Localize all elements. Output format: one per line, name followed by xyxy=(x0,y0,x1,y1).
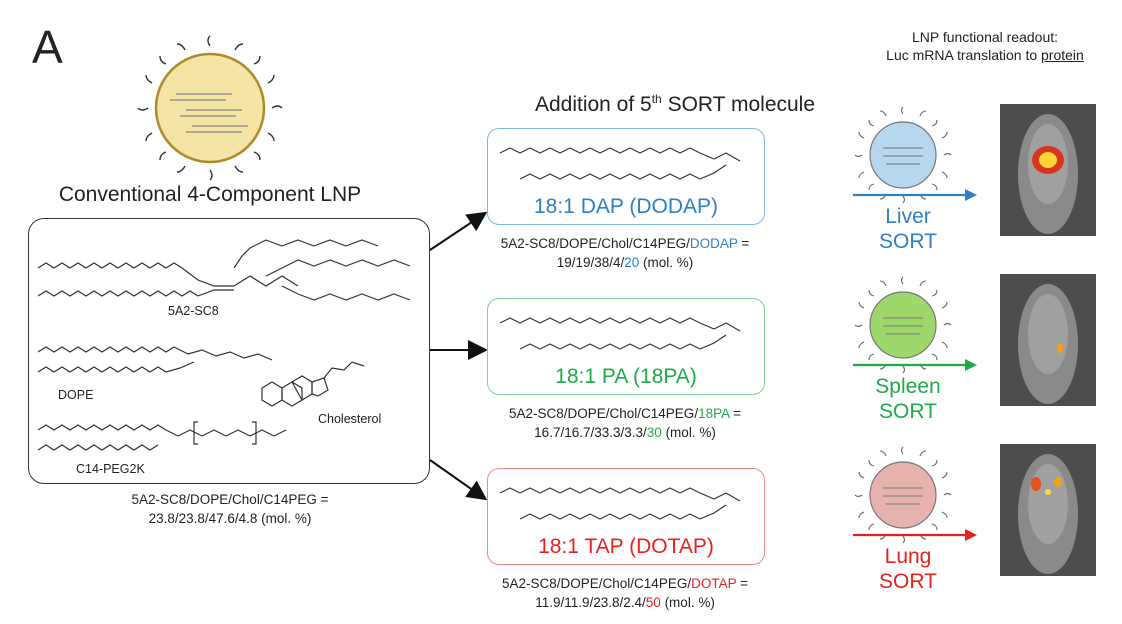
conventional-lnp-title: Conventional 4-Component LNP xyxy=(58,183,362,206)
sort-formula-line1-spleen: 5A2-SC8/DOPE/Chol/C14PEG/18PA = xyxy=(487,404,763,423)
formula-suffix: = xyxy=(729,406,741,421)
dope-label: DOPE xyxy=(58,388,94,402)
sort-particle-icon-lung xyxy=(854,446,952,544)
cholesterol-label: Cholesterol xyxy=(318,412,382,426)
organ-name-lung: Lung xyxy=(884,545,932,568)
organ-label-liver: Liver SORT xyxy=(848,204,968,254)
sort-particle-icon-liver xyxy=(854,106,952,204)
ratio-prefix: 19/19/38/4/ xyxy=(556,255,625,270)
organ-name-spleen: Spleen xyxy=(875,375,941,398)
sort-box-spleen: 18:1 PA (18PA) xyxy=(487,298,765,395)
panel-label: A xyxy=(32,21,63,73)
sort-name-lung: 18:1 TAP (DOTAP) xyxy=(538,535,714,558)
mouse-silhouette xyxy=(1000,274,1096,406)
organ-sort-spleen: SORT xyxy=(879,400,937,423)
sort-formula-line2-lung: 11.9/11.9/23.8/2.4/50 (mol. %) xyxy=(487,593,763,612)
sort-formula-lung: 5A2-SC8/DOPE/Chol/C14PEG/DOTAP = 11.9/11… xyxy=(487,574,763,612)
addition-prefix: Addition of 5 xyxy=(534,93,652,116)
sort-box-liver: 18:1 DAP (DODAP) xyxy=(487,128,765,225)
ratio-value: 50 xyxy=(645,595,661,610)
sort-formula-line2-liver: 19/19/38/4/20 (mol. %) xyxy=(487,253,763,272)
conventional-formula: 5A2-SC8/DOPE/Chol/C14PEG = 23.8/23.8/47.… xyxy=(80,490,380,528)
ratio-prefix: 11.9/11.9/23.8/2.4/ xyxy=(535,595,646,610)
lnp-particle-icon xyxy=(137,35,283,181)
sort-box-lung: 18:1 TAP (DOTAP) xyxy=(487,468,765,565)
organ-arrow-lung xyxy=(853,529,977,541)
mouse-image-liver xyxy=(1000,104,1096,236)
sort-formula-liver: 5A2-SC8/DOPE/Chol/C14PEG/DODAP = 19/19/3… xyxy=(487,234,763,272)
arrow-to-lung xyxy=(429,459,488,501)
sort-formula-line1-lung: 5A2-SC8/DOPE/Chol/C14PEG/DOTAP = xyxy=(487,574,763,593)
conventional-formula-line1: 5A2-SC8/DOPE/Chol/C14PEG = xyxy=(131,492,329,507)
organ-name-liver: Liver xyxy=(885,205,931,228)
sort-molecule-structure-lung xyxy=(499,487,741,520)
sort-name-spleen: 18:1 PA (18PA) xyxy=(555,365,697,388)
formula-suffix: = xyxy=(736,576,748,591)
dope-structure xyxy=(37,346,273,373)
organ-label-lung: Lung SORT xyxy=(848,544,968,594)
formula-suffix: = xyxy=(737,236,750,251)
mouse-image-spleen xyxy=(1000,274,1096,406)
ratio-value: 20 xyxy=(624,255,640,270)
mouse-silhouette xyxy=(1000,444,1096,576)
ratio-value: 30 xyxy=(646,425,662,440)
formula-prefix: 5A2-SC8/DOPE/Chol/C14PEG/ xyxy=(502,576,692,591)
ratio-prefix: 16.7/16.7/33.3/3.3/ xyxy=(534,425,647,440)
sort-molecule-structure-liver xyxy=(499,147,741,180)
sort-name-liver: 18:1 DAP (DODAP) xyxy=(533,195,718,218)
addition-title: Addition of 5th SORT molecule xyxy=(505,92,845,117)
sort-molecule-structure-spleen xyxy=(499,317,741,350)
sort-formula-spleen: 5A2-SC8/DOPE/Chol/C14PEG/18PA = 16.7/16.… xyxy=(487,404,763,442)
readout-header: LNP functional readout: Luc mRNA transla… xyxy=(875,28,1095,64)
readout-protein: protein xyxy=(1041,47,1084,63)
ratio-suffix: (mol. %) xyxy=(661,425,716,440)
formula-component: DOTAP xyxy=(691,576,737,591)
ratio-suffix: (mol. %) xyxy=(660,595,715,610)
sort-particle-icon-spleen xyxy=(854,276,952,374)
readout-line1: LNP functional readout: xyxy=(911,29,1059,45)
mouse-silhouette xyxy=(1000,104,1096,236)
cholesterol-structure xyxy=(261,361,365,407)
organ-arrow-liver xyxy=(853,189,977,201)
ratio-suffix: (mol. %) xyxy=(639,255,694,270)
5a2-sc8-structure xyxy=(37,239,411,301)
sort-formula-line1-liver: 5A2-SC8/DOPE/Chol/C14PEG/DODAP = xyxy=(487,234,763,253)
addition-suffix: SORT molecule xyxy=(661,93,816,116)
c14-peg2k-structure xyxy=(37,421,287,451)
organ-sort-liver: SORT xyxy=(879,230,937,253)
mouse-image-lung xyxy=(1000,444,1096,576)
arrow-to-liver xyxy=(429,211,488,251)
formula-prefix: 5A2-SC8/DOPE/Chol/C14PEG/ xyxy=(508,406,699,421)
conventional-components-box xyxy=(28,218,430,484)
formula-component: DODAP xyxy=(689,236,738,251)
sort-formula-line2-spleen: 16.7/16.7/33.3/3.3/30 (mol. %) xyxy=(487,423,763,442)
formula-component: 18PA xyxy=(698,406,730,421)
formula-prefix: 5A2-SC8/DOPE/Chol/C14PEG/ xyxy=(500,236,690,251)
organ-sort-lung: SORT xyxy=(879,570,937,593)
organ-label-spleen: Spleen SORT xyxy=(848,374,968,424)
c14-peg2k-label: C14-PEG2K xyxy=(76,462,145,476)
readout-line2-prefix: Luc mRNA translation to xyxy=(886,47,1042,63)
5a2-sc8-label: 5A2-SC8 xyxy=(168,304,219,318)
conventional-formula-line2: 23.8/23.8/47.6/4.8 (mol. %) xyxy=(148,511,312,526)
readout-line2: Luc mRNA translation to protein xyxy=(875,46,1095,64)
addition-sup: th xyxy=(651,92,662,106)
organ-arrow-spleen xyxy=(853,359,977,371)
